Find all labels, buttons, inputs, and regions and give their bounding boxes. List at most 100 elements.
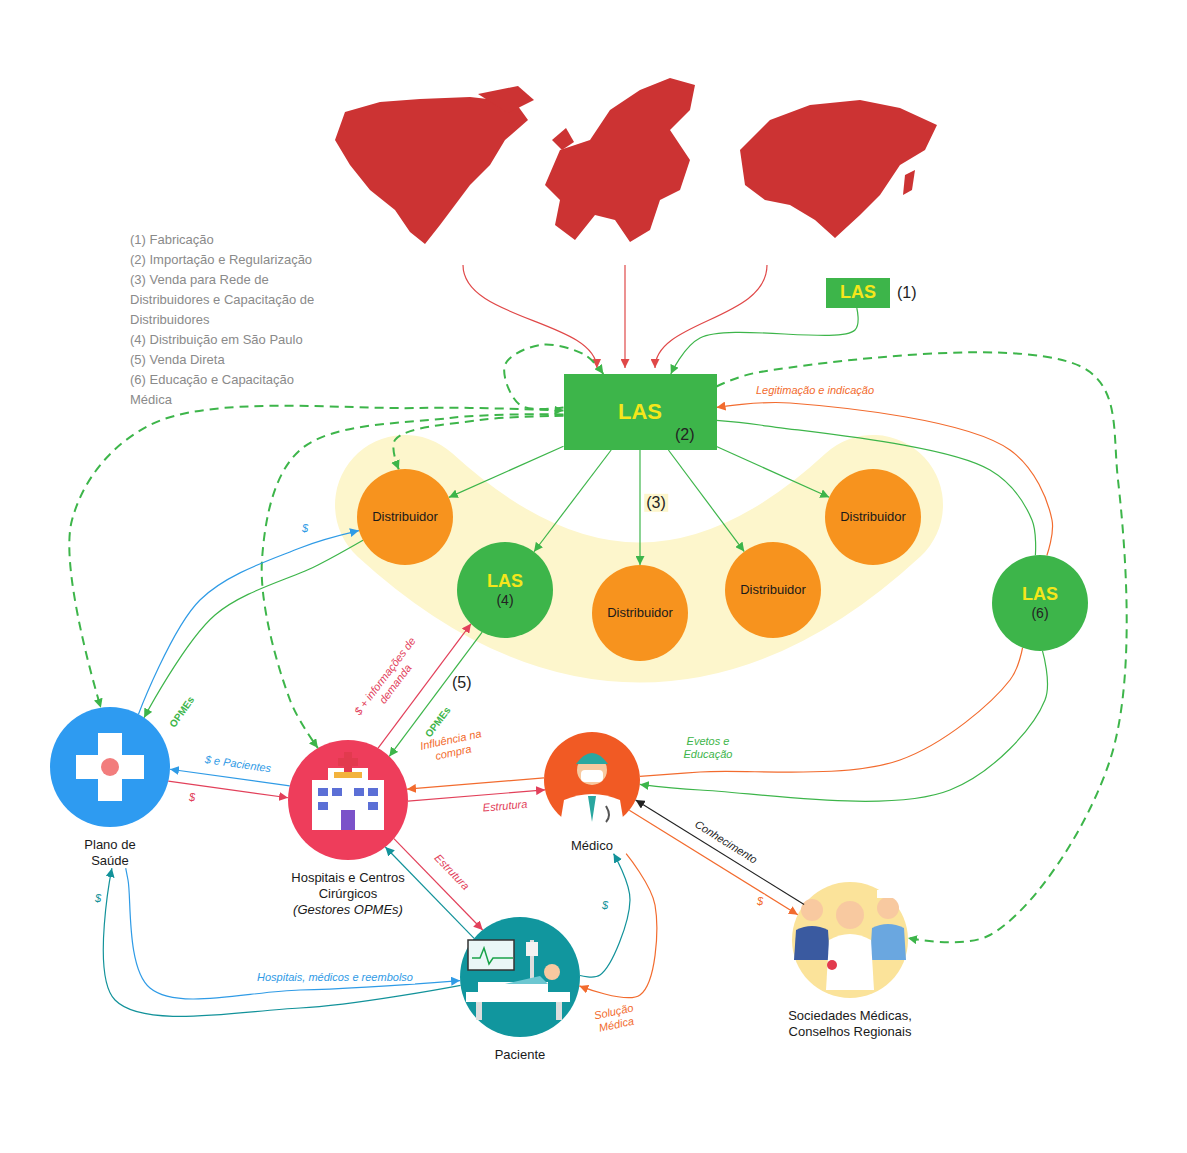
hospital-icon	[318, 802, 328, 810]
note-line: (2) Importação e Regularização	[130, 250, 335, 270]
hospital-icon	[341, 810, 355, 830]
node-caption: Plano de Saúde	[70, 837, 150, 868]
node-label: Distribuidor	[740, 582, 806, 598]
patient-icon	[556, 1002, 562, 1020]
medical-society-icon	[792, 882, 908, 998]
import-arrow	[463, 265, 597, 368]
medical-society-icon	[792, 882, 908, 998]
flow-arrow	[580, 854, 630, 977]
node-sublabel: (Gestores OPMEs)	[286, 902, 410, 918]
node-label: Plano de Saúde	[70, 837, 150, 868]
world-map	[903, 170, 915, 195]
doctor-icon	[560, 794, 624, 829]
flow-arrow	[629, 810, 798, 914]
node-shape: Distribuidor	[357, 469, 453, 565]
patient-icon	[472, 948, 513, 964]
node-shape: Distribuidor	[725, 542, 821, 638]
flow-label: Legitimação e indicação	[754, 384, 876, 397]
flow-label: Conhecimento	[691, 817, 761, 867]
flow-arrow	[385, 847, 474, 938]
node-shape: LAS(6)	[992, 555, 1088, 651]
hospital-icon	[288, 740, 408, 860]
flow-label: Evetos e Educação	[674, 735, 742, 760]
flow-label: $	[755, 895, 765, 908]
import-arrow	[463, 265, 767, 368]
node-shape: Distribuidor	[592, 565, 688, 661]
node-label: Médico	[542, 838, 642, 854]
patient-icon	[460, 917, 580, 1037]
flow-label: $	[300, 522, 310, 535]
health-plan-icon	[98, 733, 122, 801]
patient-icon	[476, 1002, 482, 1020]
flow-label: Hospitais, médicos e reembolso	[255, 971, 415, 984]
health-plan-icon	[101, 758, 119, 776]
patient-icon	[544, 964, 560, 980]
node-sublabel: (1)	[897, 283, 917, 302]
flow-arrow	[138, 531, 358, 715]
import-arrow	[624, 265, 625, 368]
medical-society-icon	[836, 901, 864, 929]
health-plan-icon	[50, 707, 170, 827]
note-line: (5) Venda Direta	[130, 350, 335, 370]
world-map	[335, 78, 937, 244]
world-map	[478, 86, 534, 113]
medical-society-icon	[826, 934, 874, 990]
node-sublabel: (6)	[1031, 605, 1048, 622]
note-line: (1) Fabricação	[130, 230, 335, 250]
doctor-icon	[588, 796, 596, 822]
node-caption: Médico	[542, 838, 642, 854]
doctor-icon	[544, 732, 640, 828]
flow-arrow	[103, 868, 460, 1016]
las-circle: LAS(6)	[992, 555, 1088, 651]
node-label: LAS	[840, 282, 876, 304]
flow-label: $	[600, 899, 610, 912]
node-label: LAS	[487, 571, 523, 593]
medical-society-icon	[827, 960, 837, 970]
note-line: (6) Educação e Capacitação Médica	[130, 370, 335, 410]
hospital-icon	[332, 788, 342, 796]
flow-arrow	[640, 648, 1023, 777]
world-map	[545, 78, 695, 242]
las-box: LAS(2)	[564, 374, 717, 450]
flow-arrow	[407, 778, 544, 789]
distributor-circle: Distribuidor	[725, 542, 821, 638]
flow-arrow	[534, 450, 611, 552]
import-arrow	[655, 265, 767, 368]
flow-arrow	[636, 800, 805, 904]
flow-label: $ + informações de demanda	[350, 633, 430, 727]
hospital-icon	[318, 788, 328, 796]
flow-arrow	[717, 446, 830, 497]
hospital-icon	[312, 780, 384, 830]
flow-arrow	[394, 839, 483, 930]
node-label: Sociedades Médicas, Conselhos Regionais	[777, 1008, 923, 1039]
flow-label: OPMEs	[166, 693, 198, 732]
distributor-circle: Distribuidor	[825, 469, 921, 565]
dashed-connector	[393, 416, 563, 470]
node-shape: LAS	[826, 278, 890, 308]
health-plan-icon	[76, 755, 144, 779]
hospital-icon	[288, 740, 408, 860]
dashed-connector	[262, 414, 564, 748]
node-label: Distribuidor	[840, 509, 906, 525]
doctor-icon	[606, 806, 609, 822]
flow-label: $ e Pacientes	[202, 753, 274, 775]
flow-label: $	[187, 791, 197, 804]
flow-label: $	[93, 892, 103, 905]
node-shape: LAS(2)	[564, 374, 717, 450]
medical-society-icon	[794, 926, 830, 960]
callout-number: (5)	[452, 673, 472, 692]
callout-number: (3)	[644, 494, 668, 512]
flow-arrow	[144, 540, 363, 717]
node-shape: LAS(4)	[457, 542, 553, 638]
dashed-connector	[717, 352, 1127, 942]
health-plan-icon	[50, 707, 170, 827]
node-label: LAS	[618, 399, 662, 425]
medical-society-icon	[801, 899, 823, 921]
world-map	[552, 128, 574, 150]
world-map	[335, 97, 528, 244]
node-shape	[544, 732, 640, 828]
hospital-icon	[368, 788, 378, 796]
patient-icon	[460, 917, 580, 1037]
distributor-circle: Distribuidor	[357, 469, 453, 565]
note-list: (1) Fabricação(2) Importação e Regulariz…	[130, 230, 335, 410]
